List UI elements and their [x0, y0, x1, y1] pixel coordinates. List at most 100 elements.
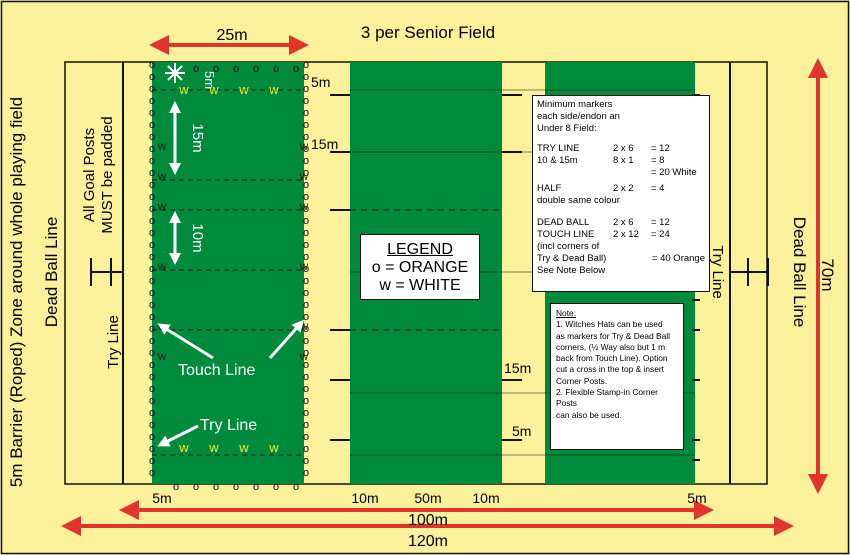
orange-marker: o	[293, 481, 299, 493]
orange-marker: o	[303, 263, 309, 275]
orange-marker: o	[149, 455, 155, 467]
orange-marker: o	[193, 63, 199, 75]
orange-marker: o	[149, 347, 155, 359]
dim-15m-label: 15m	[189, 123, 206, 152]
markers-intro-1: Minimum markers	[537, 99, 613, 110]
try-line-arrow	[157, 424, 199, 447]
dead-result-2: = 24	[651, 229, 670, 240]
left-field-dashes	[152, 89, 304, 456]
orange-marker: o	[149, 395, 155, 407]
see-note: See Note Below	[537, 265, 606, 276]
orange-marker: o	[303, 155, 309, 167]
orange-marker: o	[303, 311, 309, 323]
half-heading: HALF	[537, 183, 562, 194]
orange-marker: o	[149, 143, 155, 155]
orange-marker: o	[149, 71, 155, 83]
note-box: Note: 1. Witches Hats can be used as mar…	[550, 303, 684, 450]
dead-ball-line-right-label: Dead Ball Line	[790, 217, 809, 328]
orange-marker: o	[303, 359, 309, 371]
orange-marker: o	[149, 95, 155, 107]
orange-marker: o	[149, 467, 155, 479]
orange-marker: o	[303, 407, 309, 419]
barrier-zone-label: 5m Barrier (Roped) Zone around whole pla…	[7, 97, 26, 487]
half-calc: 2 x 2	[613, 183, 634, 194]
try-calc-2: 8 x 1	[613, 155, 634, 166]
try-result-2: = 8	[651, 155, 665, 166]
note-line-5: cut a cross in the top & insert	[556, 364, 664, 375]
white-marker: w	[268, 440, 279, 455]
orange-marker: o	[303, 335, 309, 347]
orange-marker: o	[303, 83, 309, 95]
bottom-50m: 50m	[414, 490, 441, 506]
right-dim-15m-bottom: 15m	[504, 360, 531, 376]
orange-marker: o	[213, 481, 219, 493]
white-marker: w	[268, 82, 279, 97]
orange-marker: o	[303, 383, 309, 395]
orange-marker: o	[149, 239, 155, 251]
orange-marker: o	[173, 481, 179, 493]
try-result-1: = 12	[651, 143, 670, 154]
legend-white: w = WHITE	[379, 277, 461, 294]
orange-marker: o	[149, 443, 155, 455]
white-marker: W	[300, 202, 309, 212]
note-line-6: Corner Posts.	[556, 375, 608, 386]
dim-120m-label: 120m	[408, 533, 448, 550]
orange-marker: o	[149, 107, 155, 119]
orange-marker: o	[149, 251, 155, 263]
orange-marker: o	[149, 131, 155, 143]
dim-25m-label: 25m	[216, 27, 247, 44]
orange-marker: o	[273, 481, 279, 493]
white-marker: w	[238, 440, 249, 455]
note-title: Note:	[556, 308, 577, 318]
touch-line-arrow-left	[157, 323, 214, 360]
orange-marker: o	[273, 63, 279, 75]
try-calc-1: 2 x 6	[613, 143, 634, 154]
half-note: double same colour	[537, 195, 620, 206]
try-line-inner-label: Try Line	[200, 417, 257, 434]
legend-orange: o = ORANGE	[371, 259, 469, 276]
dead-result-1: = 12	[651, 217, 670, 228]
orange-marker: o	[303, 191, 309, 203]
white-marker: W	[300, 322, 309, 332]
white-marker: w	[238, 82, 249, 97]
orange-marker: o	[149, 215, 155, 227]
white-markers: wwwwwwwwWWWWWWWWWWWW	[158, 82, 309, 455]
orange-marker: o	[303, 431, 309, 443]
orange-marker: o	[149, 203, 155, 215]
orange-marker: o	[303, 71, 309, 83]
white-marker: w	[208, 440, 219, 455]
markers-intro-2: each side/endon an	[537, 111, 620, 122]
white-marker: W	[158, 352, 167, 362]
orange-marker: o	[303, 215, 309, 227]
touch-line-heading: TOUCH LINE	[537, 229, 595, 240]
orange-marker: o	[149, 287, 155, 299]
try-line-subheading: 10 & 15m	[537, 155, 578, 166]
orange-marker: o	[149, 431, 155, 443]
orange-marker: o	[303, 251, 309, 263]
bottom-5m-left: 5m	[152, 490, 171, 506]
half-result: = 4	[651, 183, 665, 194]
orange-marker: o	[303, 239, 309, 251]
orange-marker: o	[303, 107, 309, 119]
legend-box: LEGEND o = ORANGE w = WHITE	[360, 234, 480, 300]
orange-marker: o	[149, 371, 155, 383]
orange-marker: o	[303, 167, 309, 179]
orange-marker: o	[303, 467, 309, 479]
corner-cross-icon	[165, 63, 185, 83]
white-marker: w	[178, 82, 189, 97]
note-line-8: can also be used.	[556, 409, 622, 420]
incl-note-2: Try & Dead Ball)	[537, 253, 607, 264]
orange-marker: o	[149, 191, 155, 203]
dim-100m-label: 100m	[408, 512, 448, 529]
white-marker: W	[300, 262, 309, 272]
orange-marker: o	[149, 167, 155, 179]
goal-posts-label-line1: All Goal Posts	[81, 128, 98, 222]
orange-marker: o	[303, 143, 309, 155]
touch-line-arrow-right	[268, 319, 304, 359]
white-marker: W	[158, 262, 167, 272]
orange-marker: o	[233, 481, 239, 493]
orange-marker: o	[303, 323, 309, 335]
orange-marker: o	[253, 63, 259, 75]
orange-marker: o	[303, 179, 309, 191]
